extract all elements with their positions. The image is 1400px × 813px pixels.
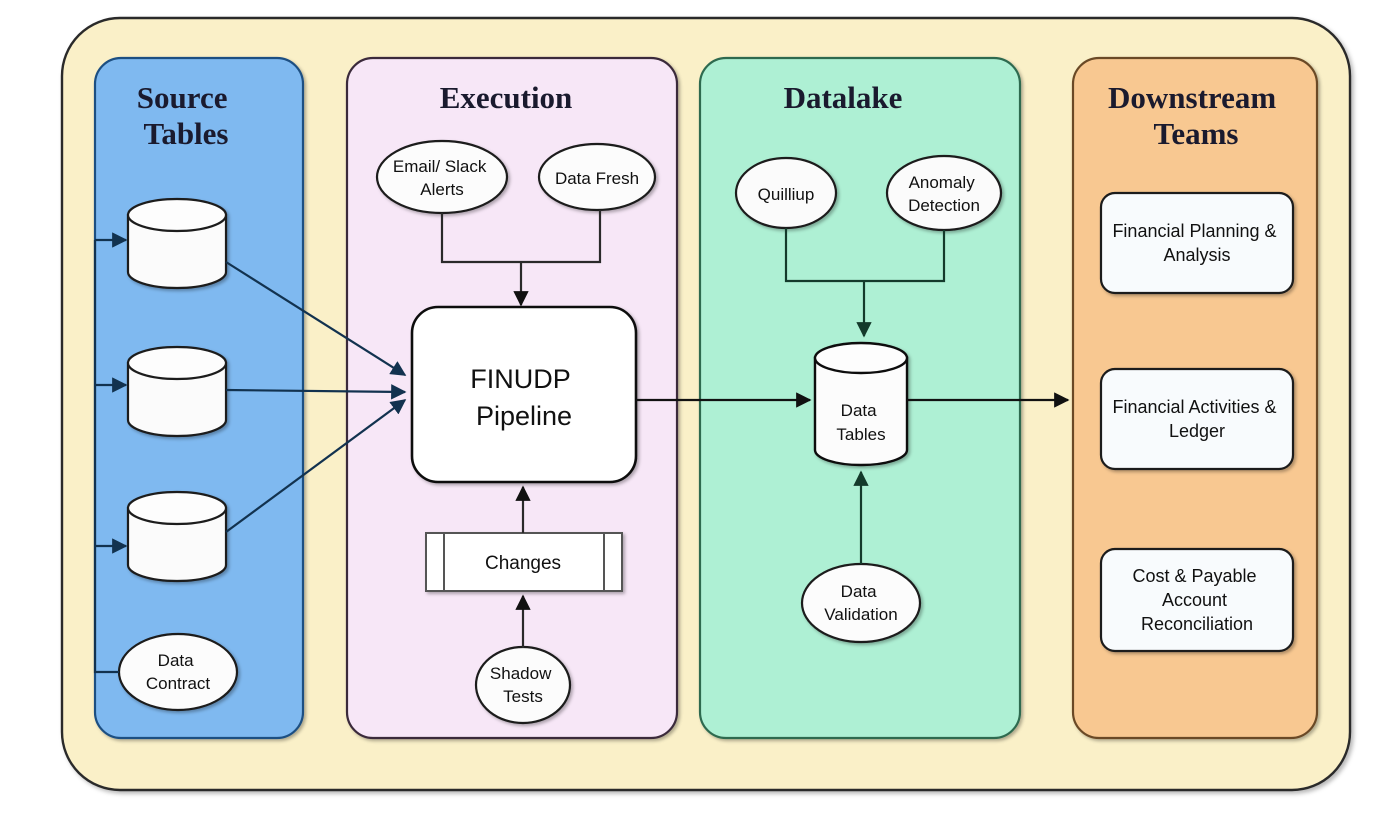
data-validation-node bbox=[800, 562, 922, 644]
data-contract-node bbox=[117, 632, 239, 712]
data-contract-label: Data Contract bbox=[146, 651, 211, 693]
data-tables-label: Data Tables bbox=[836, 401, 885, 444]
cylinder-2-to-pipeline-arrow bbox=[225, 384, 407, 400]
finudp-pipeline-node bbox=[410, 305, 638, 484]
quilliup-label: Quilliup bbox=[758, 185, 815, 204]
changes-node bbox=[425, 532, 623, 592]
cylinder-3-to-pipeline-arrow bbox=[225, 399, 407, 533]
anomaly-detection-node bbox=[885, 154, 1003, 232]
source-cylinder-2 bbox=[126, 345, 228, 438]
data-validation-label: Data Validation bbox=[824, 582, 897, 624]
data-fresh-label: Data Fresh bbox=[555, 169, 639, 188]
swimlane-title-source-tables: Source Tables bbox=[137, 80, 235, 151]
downstream-card-2-label: Financial Activities & Ledger bbox=[1112, 397, 1281, 441]
email-slack-alerts-label: Email/ Slack Alerts bbox=[393, 157, 491, 199]
downstream-card-financial-activities bbox=[1099, 367, 1295, 471]
downstream-card-financial-planning bbox=[1099, 191, 1295, 295]
source-cylinder-1 bbox=[126, 197, 228, 290]
anomaly-detection-label: Anomaly Detection bbox=[908, 173, 980, 215]
swimlane-title-datalake: Datalake bbox=[784, 80, 903, 115]
downstream-card-3-label: Cost & Payable Account Reconciliation bbox=[1132, 566, 1261, 634]
downstream-card-1-label: Financial Planning & Analysis bbox=[1112, 221, 1281, 265]
swimlane-title-execution: Execution bbox=[440, 80, 573, 115]
cylinder-1-to-pipeline-arrow bbox=[225, 261, 407, 376]
email-slack-alerts-node bbox=[375, 139, 509, 215]
swimlane-title-downstream-teams: Downstream Teams bbox=[1108, 80, 1284, 151]
shadow-tests-label: Shadow Tests bbox=[490, 664, 556, 706]
data-fresh-node bbox=[537, 142, 657, 212]
finudp-pipeline-label: FINUDP Pipeline bbox=[470, 364, 578, 431]
source-cylinder-3 bbox=[126, 490, 228, 583]
shadow-tests-node bbox=[474, 645, 572, 725]
changes-label: Changes bbox=[485, 553, 561, 574]
data-tables-node bbox=[813, 341, 909, 467]
downstream-card-cost-payable bbox=[1099, 547, 1295, 653]
